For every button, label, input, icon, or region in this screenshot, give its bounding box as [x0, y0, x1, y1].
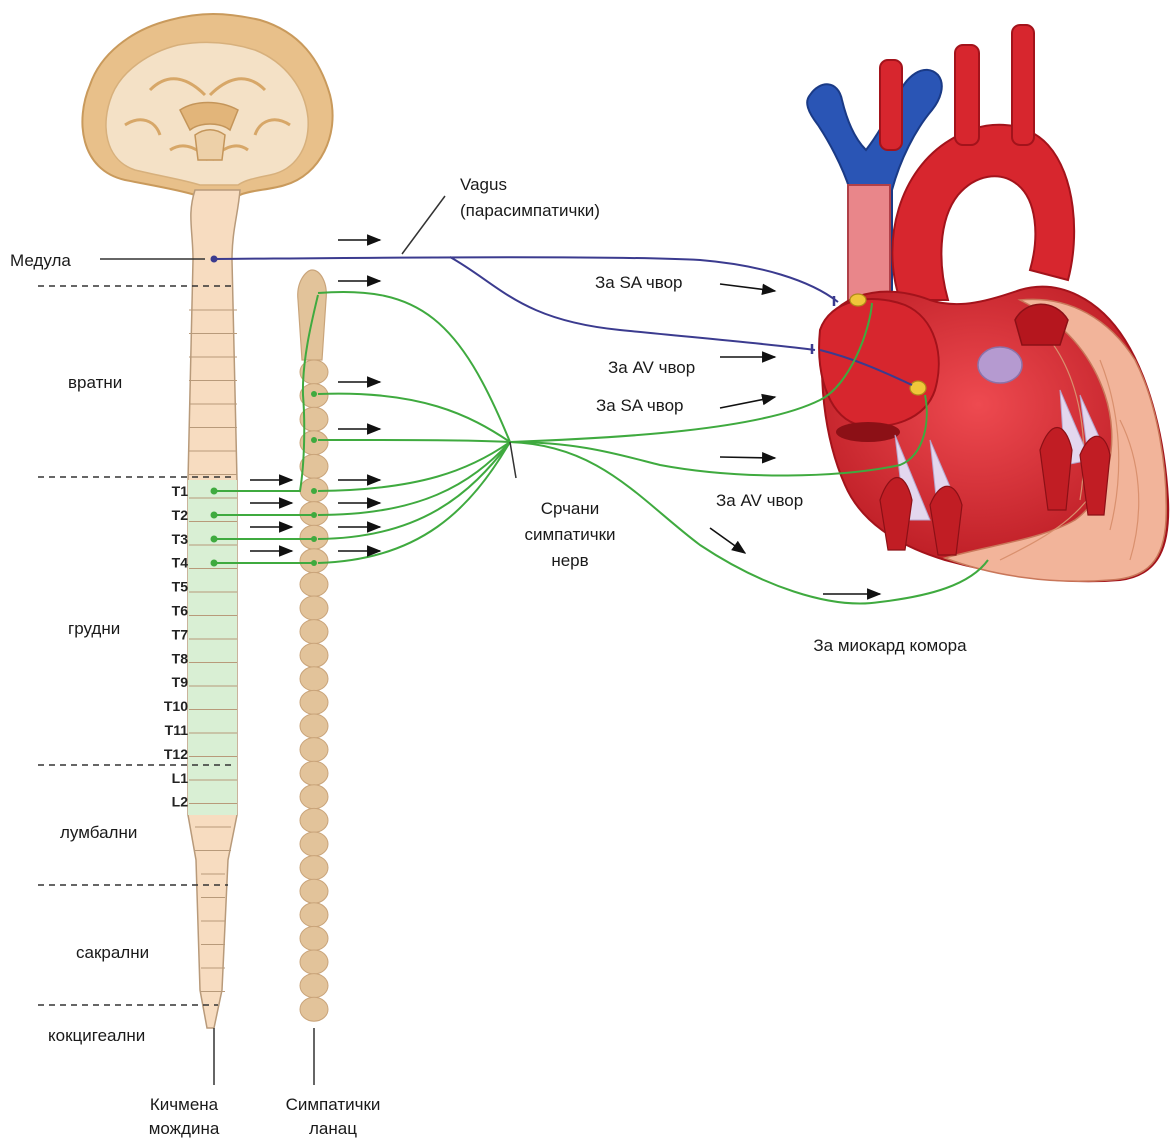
chain-ganglion — [300, 761, 328, 785]
segment-label-t6: T6 — [172, 603, 189, 619]
label-thoracic: грудни — [68, 619, 120, 638]
brain-icon — [82, 14, 332, 195]
label-to-sa-2: За SA чвор — [596, 396, 684, 415]
segment-label-t4: T4 — [172, 555, 189, 571]
label-to-sa-1: За SA чвор — [595, 273, 683, 292]
segment-label-l1: L1 — [172, 770, 189, 786]
chain-ganglion — [300, 856, 328, 880]
label-to-av-1: За AV чвор — [608, 358, 695, 377]
chain-ganglion — [300, 832, 328, 856]
label-cardiac-2: симпатички — [524, 525, 615, 544]
label-myocardium: За миокард комора — [813, 636, 967, 655]
chain-ganglion — [300, 620, 328, 644]
chain-ganglion — [300, 714, 328, 738]
segment-label-t5: T5 — [172, 579, 189, 595]
chain-ganglion — [300, 950, 328, 974]
segment-label-l2: L2 — [172, 794, 189, 810]
chain-ganglion — [300, 903, 328, 927]
label-spinal-cord-2: мождина — [149, 1119, 220, 1138]
chain-ganglion — [300, 879, 328, 903]
heart-icon — [807, 25, 1168, 581]
label-cervical: вратни — [68, 373, 122, 392]
label-sacral: сакрални — [76, 943, 149, 962]
labels: Медула вратни грудни лумбални сакрални к… — [10, 175, 967, 1138]
label-vagus-1: Vagus — [460, 175, 507, 194]
label-cardiac-3: нерв — [551, 551, 588, 570]
segment-label-t12: T12 — [164, 746, 188, 762]
label-vagus-2: (парасимпатички) — [460, 201, 600, 220]
chain-ganglion — [300, 572, 328, 596]
chain-ganglion — [300, 974, 328, 998]
medulla-dot — [211, 256, 218, 263]
chain-ganglion — [300, 667, 328, 691]
chain-ganglion — [300, 785, 328, 809]
segment-label-t7: T7 — [172, 626, 189, 642]
segment-label-t8: T8 — [172, 650, 189, 666]
spinal-cord — [188, 190, 240, 1085]
segment-label-t10: T10 — [164, 698, 188, 714]
label-lumbar: лумбални — [60, 823, 137, 842]
chain-ganglion — [300, 643, 328, 667]
cardiac-nerve-pointer — [510, 442, 516, 478]
label-medulla: Медула — [10, 251, 71, 270]
segment-label-t2: T2 — [172, 507, 189, 523]
vagus-pointer — [402, 196, 445, 254]
chain-ganglion — [300, 808, 328, 832]
sa-node — [850, 294, 866, 306]
chain-ganglion — [300, 738, 328, 762]
chain-ganglion — [300, 690, 328, 714]
chain-ganglion — [300, 997, 328, 1021]
segment-label-t3: T3 — [172, 531, 189, 547]
label-cardiac-1: Срчани — [541, 499, 600, 518]
label-chain-1: Симпатички — [286, 1095, 381, 1114]
segment-label-t9: T9 — [172, 674, 189, 690]
chain-ganglion — [300, 596, 328, 620]
segment-label-t1: T1 — [172, 483, 189, 499]
segment-label-t11: T11 — [165, 722, 189, 738]
label-spinal-cord-1: Кичмена — [150, 1095, 219, 1114]
label-chain-2: ланац — [309, 1119, 357, 1138]
label-to-av-2: За AV чвор — [716, 491, 803, 510]
label-coccygeal: кокцигеални — [48, 1026, 145, 1045]
chain-ganglion — [300, 926, 328, 950]
av-node — [910, 381, 926, 395]
